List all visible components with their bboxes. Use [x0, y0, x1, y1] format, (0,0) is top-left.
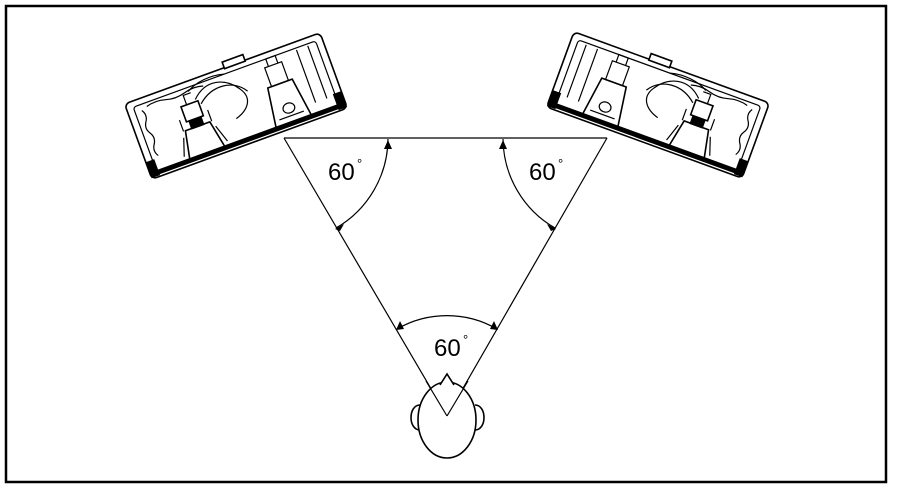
triangle-right-edge: [446, 137, 608, 417]
bottom-angle-arc: [396, 315, 498, 330]
listener-head-icon: [410, 372, 485, 459]
diagram-frame: [4, 4, 888, 484]
right-speaker-icon: [546, 32, 769, 178]
svg-text:°: °: [357, 156, 362, 171]
svg-text:°: °: [558, 156, 563, 171]
left-angle-arc: [335, 138, 389, 229]
svg-text:60: 60: [529, 159, 556, 186]
svg-text:60: 60: [328, 159, 355, 186]
svg-text:60: 60: [434, 335, 461, 362]
right-angle-arc: [502, 138, 556, 229]
svg-text:°: °: [463, 332, 468, 347]
left-speaker-icon: [125, 33, 348, 179]
bottom-angle-label: 60 °: [434, 332, 468, 362]
right-angle-label: 60 °: [529, 156, 563, 186]
triangle-left-edge: [283, 137, 448, 417]
left-angle-label: 60 °: [328, 156, 362, 186]
